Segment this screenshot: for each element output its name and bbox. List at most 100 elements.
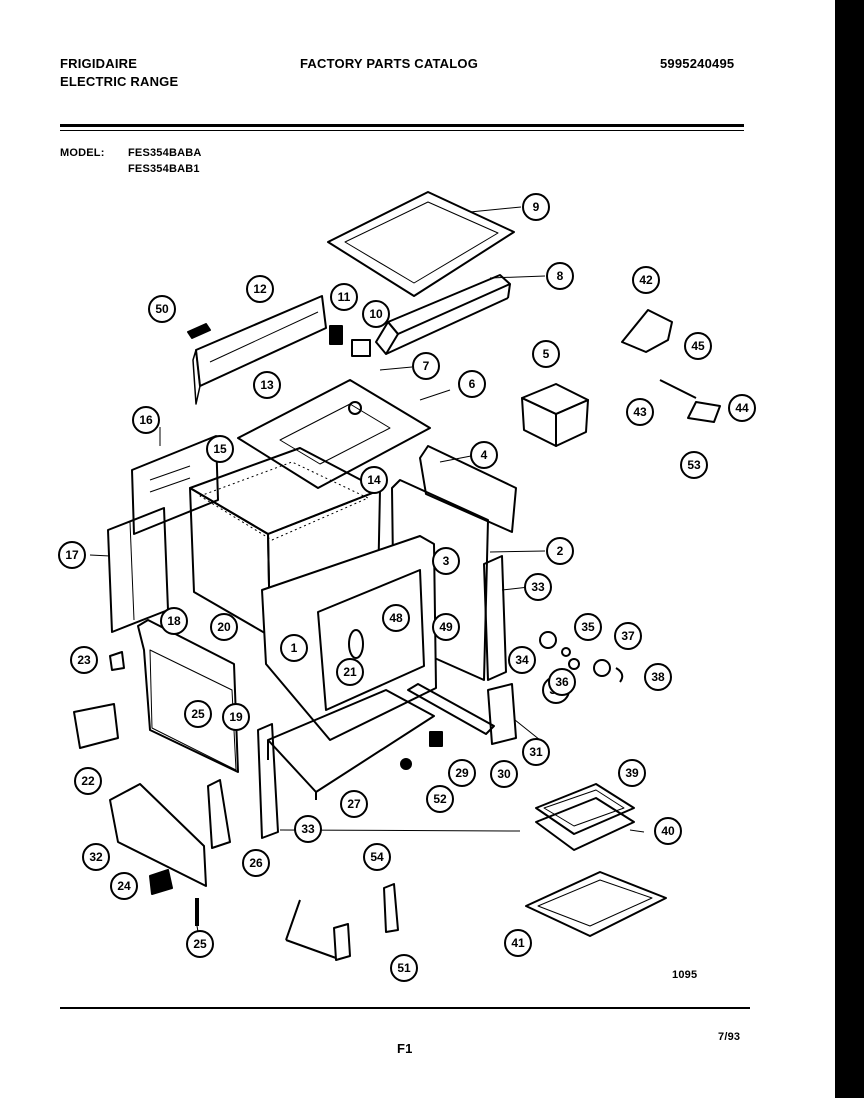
callout-40: 40 — [654, 817, 682, 845]
callout-number: 36 — [555, 675, 569, 689]
callout-7: 7 — [412, 352, 440, 380]
callout-number: 6 — [469, 377, 476, 391]
part-33 — [483, 555, 507, 681]
callout-33: 33 — [524, 573, 552, 601]
part-36 — [568, 658, 580, 670]
callout-number: 16 — [139, 413, 153, 427]
part-22 — [73, 703, 119, 749]
left-panel-part — [107, 507, 169, 633]
callout-25: 25 — [184, 700, 212, 728]
callout-number: 8 — [557, 269, 564, 283]
callout-number: 21 — [343, 665, 357, 679]
catalog-page: FRIGIDAIRE ELECTRIC RANGE FACTORY PARTS … — [0, 0, 835, 1098]
callout-38: 38 — [644, 663, 672, 691]
callout-12: 12 — [246, 275, 274, 303]
callout-8: 8 — [546, 262, 574, 290]
callout-27: 27 — [340, 790, 368, 818]
callout-23: 23 — [70, 646, 98, 674]
side-panel-part — [131, 435, 219, 535]
top-cover-part — [237, 379, 431, 489]
callout-number: 34 — [515, 653, 529, 667]
callout-number: 7 — [423, 359, 430, 373]
callout-number: 31 — [529, 745, 543, 759]
callout-number: 22 — [81, 774, 95, 788]
part-5 — [521, 383, 589, 447]
callout-26: 26 — [242, 849, 270, 877]
callout-43: 43 — [626, 398, 654, 426]
callout-45: 45 — [684, 332, 712, 360]
callout-48: 48 — [382, 604, 410, 632]
callout-number: 32 — [89, 850, 103, 864]
product-name: ELECTRIC RANGE — [60, 74, 179, 89]
part-11 — [329, 325, 343, 345]
revision-date: 7/93 — [718, 1031, 741, 1043]
callout-22: 22 — [74, 767, 102, 795]
callout-number: 35 — [581, 620, 595, 634]
callout-number: 5 — [543, 347, 550, 361]
callout-53: 53 — [680, 451, 708, 479]
callout-number: 13 — [260, 378, 274, 392]
callout-24: 24 — [110, 872, 138, 900]
catalog-title: FACTORY PARTS CATALOG — [300, 56, 479, 71]
part-43 — [659, 379, 697, 399]
lower-body-part — [137, 619, 239, 773]
callout-1: 1 — [280, 634, 308, 662]
callout-number: 54 — [370, 850, 384, 864]
callout-number: 48 — [389, 611, 403, 625]
drawing-code: 1095 — [672, 969, 698, 981]
callout-9: 9 — [522, 193, 550, 221]
callout-number: 19 — [229, 710, 243, 724]
callout-14: 14 — [360, 466, 388, 494]
callout-13: 13 — [253, 371, 281, 399]
part-30 — [407, 683, 495, 735]
callout-42: 42 — [632, 266, 660, 294]
callout-number: 12 — [253, 282, 267, 296]
callout-25: 25 — [186, 930, 214, 958]
callout-number: 41 — [511, 936, 525, 950]
callout-number: 2 — [557, 544, 564, 558]
part-38 — [615, 667, 624, 683]
callout-33: 33 — [294, 815, 322, 843]
callout-30: 30 — [490, 760, 518, 788]
part-37 — [593, 659, 611, 677]
part-32 — [109, 783, 207, 887]
part-10 — [351, 339, 371, 357]
callout-number: 38 — [651, 670, 665, 684]
callout-number: 37 — [621, 629, 635, 643]
callout-number: 45 — [691, 339, 705, 353]
page-number: F1 — [397, 1041, 413, 1056]
callout-number: 30 — [497, 767, 511, 781]
broiler-pan-part — [535, 783, 635, 851]
model-label: MODEL: — [60, 147, 105, 159]
callout-number: 1 — [291, 641, 298, 655]
part-26 — [207, 779, 231, 849]
callout-44: 44 — [728, 394, 756, 422]
callout-52: 52 — [426, 785, 454, 813]
part-33 — [257, 723, 279, 839]
callout-number: 24 — [117, 879, 131, 893]
model-number: FES354BABA — [128, 147, 202, 159]
part-42 — [621, 309, 673, 353]
part-29 — [429, 731, 443, 747]
callout-20: 20 — [210, 613, 238, 641]
back-panel-part — [192, 295, 327, 405]
callout-29: 29 — [448, 759, 476, 787]
callout-4: 4 — [470, 441, 498, 469]
callout-54: 54 — [363, 843, 391, 871]
callout-number: 25 — [193, 937, 207, 951]
callout-number: 18 — [167, 614, 181, 628]
callout-number: 23 — [77, 653, 91, 667]
part-32 — [487, 683, 517, 745]
callout-number: 17 — [65, 548, 79, 562]
callout-16: 16 — [132, 406, 160, 434]
cooktop-part — [327, 191, 515, 297]
callout-37: 37 — [614, 622, 642, 650]
exploded-parts-diagram: 1234567891011121314151617181920212223242… — [58, 191, 756, 982]
callout-number: 20 — [217, 620, 231, 634]
callout-number: 9 — [533, 200, 540, 214]
callout-number: 15 — [213, 442, 227, 456]
oven-rack-part — [525, 871, 667, 937]
callout-31: 31 — [522, 738, 550, 766]
callout-number: 27 — [347, 797, 361, 811]
callout-19: 19 — [222, 703, 250, 731]
